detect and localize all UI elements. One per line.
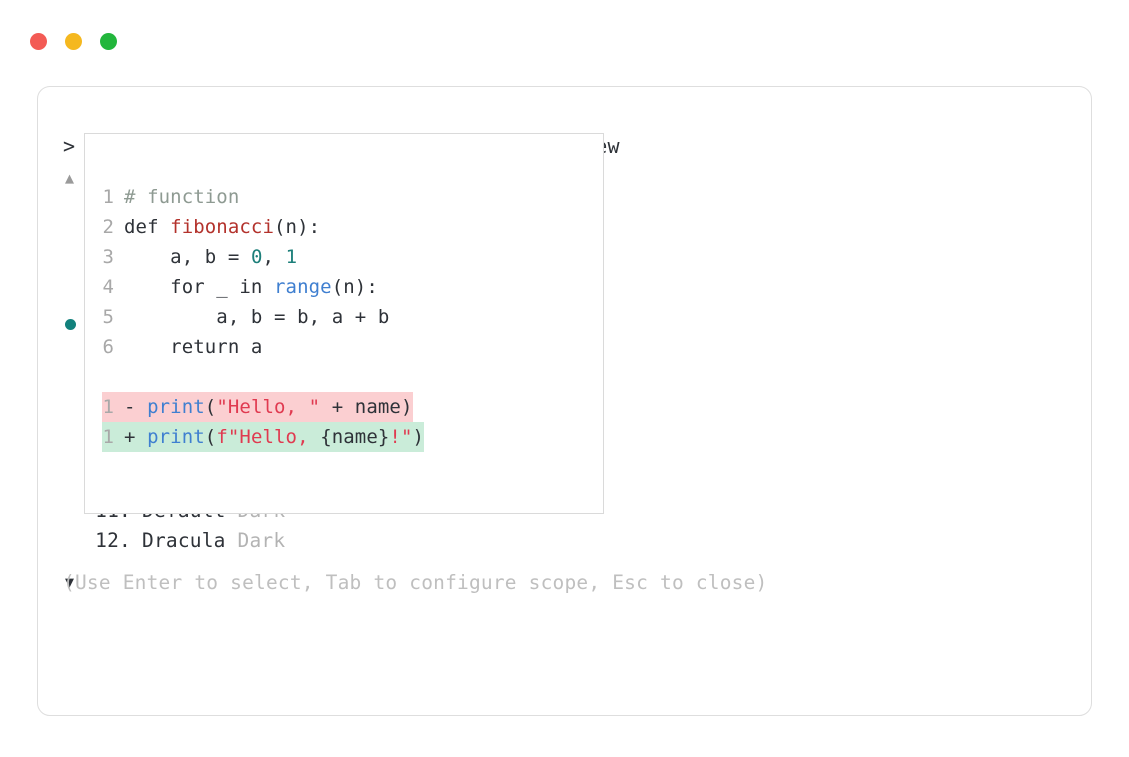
code-line-number: 2 [102,216,114,238]
diff-line-del: 1- print("Hello, " + name) [102,392,424,422]
code-line: 4 for _ in range(n): [102,272,424,302]
code-token-plain: (n): [331,276,378,298]
code-token-builtin: print [147,426,205,448]
code-line: 1 # function [102,182,424,212]
diff-highlight: 1 + print(f"Hello, {name}!") [102,422,425,452]
diff-sign: - [124,396,148,418]
theme-item-name: Dracula [142,529,226,552]
code-token-num: 1 [285,246,298,268]
code-line: 6 return a [102,332,424,362]
selected-bullet-icon [65,319,76,330]
code-token-str: f"Hello, [216,426,321,448]
code-token-builtin: range [274,276,332,298]
code-token-str: "Hello, " [216,396,321,418]
minimize-window-button[interactable] [65,33,82,50]
code-line: 5 a, b = b, a + b [102,302,424,332]
code-token-num: 0 [250,246,263,268]
code-token-plain: ( [204,426,217,448]
code-token-plain: return a [124,336,263,358]
code-line-number: 6 [102,336,114,358]
code-line-number: 1 [102,186,114,208]
code-line-number: 3 [102,246,114,268]
code-token-plain: for _ in [124,276,275,298]
code-line-number: 5 [102,306,114,328]
code-token-plain: a, b = [124,246,251,268]
diff-line-number: 1 [102,426,114,448]
close-window-button[interactable] [30,33,47,50]
code-token-plain: {name} [320,426,390,448]
prompt-marker: > [63,134,76,158]
code-line: 2 def fibonacci(n): [102,212,424,242]
diff-line-number: 1 [102,396,114,418]
code-token-plain: a, b = b, a + b [124,306,390,328]
code-line-number: 4 [102,276,114,298]
diff-line-add: 1 + print(f"Hello, {name}!") [102,422,425,452]
code-blank-line [102,362,424,392]
preview-heading: Preview [534,132,1064,160]
code-token-plain: , [262,246,286,268]
scroll-down-icon[interactable]: ▼ [65,573,75,591]
diff-highlight: 1- print("Hello, " + name) [102,392,413,422]
code-token-plain: ( [204,396,217,418]
code-token-plain: + name) [320,396,413,418]
code-token-fn: fibonacci [170,216,275,238]
code-token-comment: # function [124,186,240,208]
preview-pane: Preview [534,132,1064,160]
code-token-plain: (n): [274,216,321,238]
code-line: 3 a, b = 0, 1 [102,242,424,272]
code-token-builtin: print [147,396,205,418]
theme-list-item[interactable]: 12. Dracula Dark [63,526,523,556]
theme-picker-card: > Select Theme ▲ 1.ANSI Light2.Ayu Light… [37,86,1092,716]
code-token-kw: def [124,216,171,238]
theme-item-variant: Dark [225,529,286,552]
scroll-up-icon[interactable]: ▲ [65,169,75,187]
code-token-plain: ) [412,426,425,448]
code-token-str: !" [389,426,413,448]
diff-sign: + [124,426,148,448]
keyboard-hint: (Use Enter to select, Tab to configure s… [63,571,768,594]
maximize-window-button[interactable] [100,33,117,50]
window-traffic-lights [30,33,117,50]
theme-item-index: 12. [95,529,131,552]
